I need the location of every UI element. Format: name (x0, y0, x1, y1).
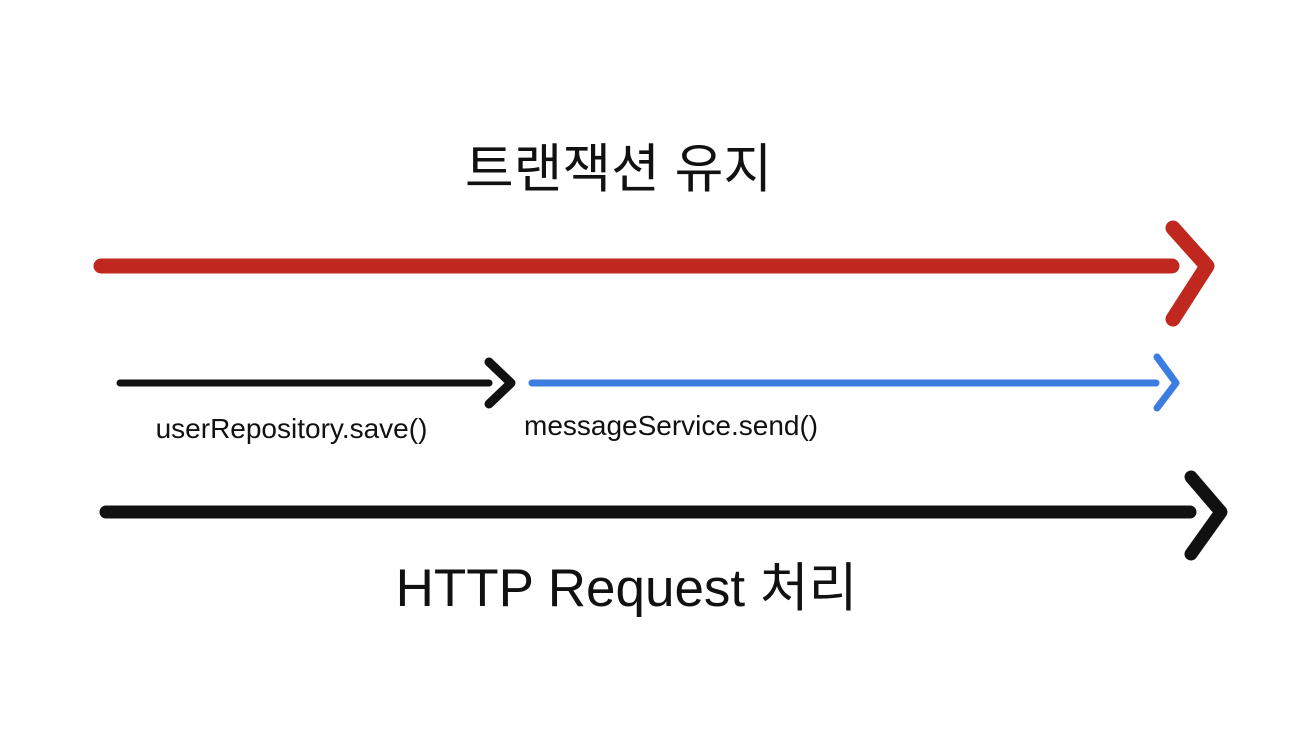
transaction-scope-arrow (93, 220, 1215, 327)
message-call-arrow (528, 353, 1180, 412)
transaction-scope-arrow-head-icon (1165, 220, 1215, 327)
message-call-label: messageService.send() (524, 410, 819, 441)
transaction-scope-label: 트랜잭션 유지 (464, 140, 773, 199)
http-request-scope-label: HTTP Request 처리 (395, 559, 858, 618)
repository-call-arrow-head-icon (484, 357, 516, 409)
repository-call-arrow (116, 357, 516, 409)
http-request-scope-arrow (99, 470, 1228, 561)
message-call-arrow-head-icon (1153, 353, 1180, 412)
http-request-scope-arrow-head-icon (1184, 470, 1228, 561)
repository-call-label: userRepository.save() (155, 413, 428, 444)
